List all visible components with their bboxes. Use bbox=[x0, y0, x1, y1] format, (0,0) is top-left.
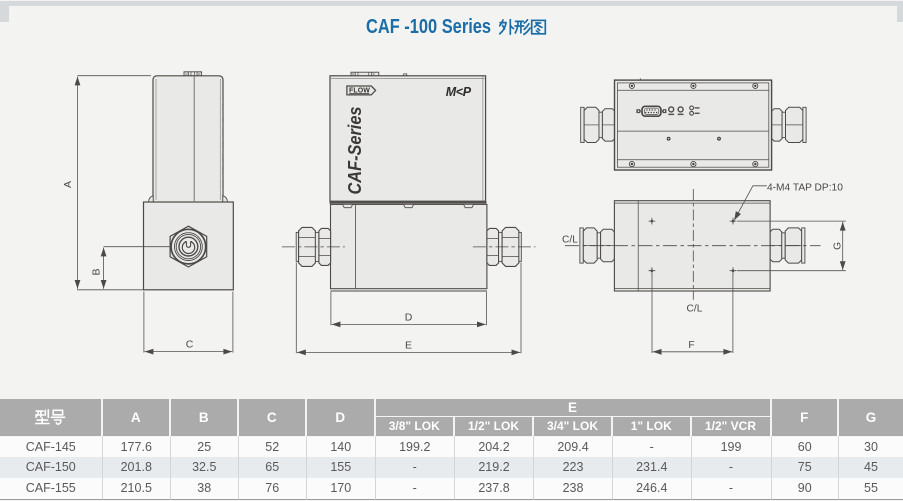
svg-text:CAF-Series: CAF-Series bbox=[344, 107, 365, 195]
svg-text:4-M4 TAP DP:10: 4-M4 TAP DP:10 bbox=[767, 183, 843, 194]
svg-text:D: D bbox=[405, 311, 413, 323]
svg-text:A: A bbox=[62, 181, 74, 188]
svg-text:FLOW: FLOW bbox=[349, 88, 370, 95]
svg-text:E: E bbox=[405, 339, 412, 351]
svg-text:C: C bbox=[186, 339, 194, 351]
svg-text:G: G bbox=[833, 242, 844, 250]
svg-text:F: F bbox=[688, 340, 694, 351]
svg-text:C/L: C/L bbox=[562, 234, 578, 245]
svg-text:C/L: C/L bbox=[687, 304, 703, 315]
svg-text:B: B bbox=[91, 268, 103, 275]
svg-text:M<P: M<P bbox=[446, 85, 472, 99]
